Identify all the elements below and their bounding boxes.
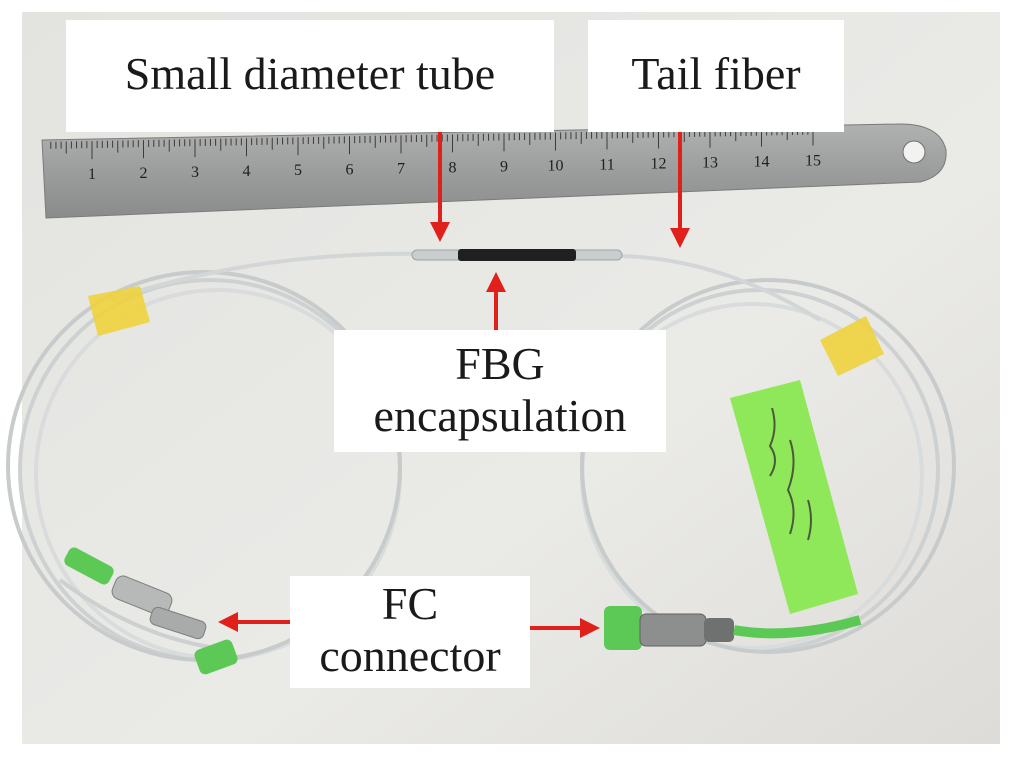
ruler-number: 5: [294, 162, 302, 179]
ruler-number: 4: [243, 163, 251, 180]
label-fbg-line1: FBG: [455, 338, 545, 389]
ruler-number: 15: [805, 153, 821, 170]
ruler-number: 12: [651, 156, 667, 173]
ruler-hole: [902, 140, 926, 164]
fbg-tube: [411, 249, 623, 261]
green-tag: [730, 380, 858, 614]
label-fc-connector: FC connector: [290, 576, 530, 688]
yellow-tape-left: [88, 286, 150, 336]
ruler-number: 2: [140, 165, 148, 182]
label-tail-fiber: Tail fiber: [588, 20, 844, 132]
ruler-number: 14: [754, 154, 770, 171]
ruler-number: 11: [599, 156, 614, 173]
ruler-number: 9: [500, 158, 508, 175]
label-fbg-encapsulation: FBG encapsulation: [334, 330, 666, 452]
label-fc-line1: FC: [381, 578, 439, 629]
label-small-diameter-tube: Small diameter tube: [66, 20, 554, 132]
annotation-arrows: [218, 132, 690, 638]
yellow-tape-right: [820, 316, 884, 376]
ruler-number: 13: [702, 155, 718, 172]
label-small-diameter-tube-text: Small diameter tube: [124, 48, 496, 99]
handwriting-scribble: [768, 407, 812, 541]
label-tail-fiber-text: Tail fiber: [631, 48, 801, 99]
ruler-number: 7: [397, 160, 405, 177]
label-fc-line2: connector: [319, 630, 501, 681]
fc-connector-right: [604, 606, 862, 650]
ruler-number: 8: [449, 159, 457, 176]
ruler-number: 3: [191, 164, 199, 181]
ruler-number: 10: [548, 157, 564, 174]
ruler-number: 6: [346, 161, 354, 178]
fc-connector-left: [64, 547, 238, 675]
ruler-number: 1: [88, 166, 96, 183]
label-fbg-line2: encapsulation: [373, 390, 627, 441]
